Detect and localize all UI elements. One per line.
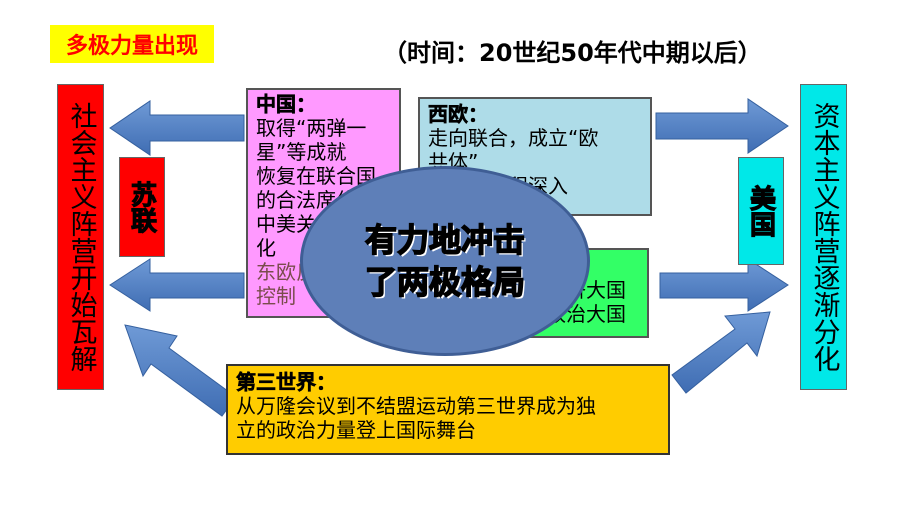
third-world-box: 第三世界： 从万隆会议到不结盟运动第三世界成为独 立的政治力量登上国际舞台 [226, 364, 670, 455]
arrow-china-to-socialist-bottom [109, 258, 245, 312]
western-europe-line: 走向联合，成立“欧 [428, 126, 599, 150]
capitalist-camp-label: 资本主义阵营逐渐分化 [808, 102, 840, 372]
center-text: 有力地冲击 了两极格局 [300, 166, 590, 356]
usa-tag: 美国 [738, 157, 784, 265]
arrow-china-to-socialist-top [109, 100, 245, 156]
soviet-union-tag: 苏联 [119, 157, 165, 257]
china-line: 星”等成就 [256, 140, 347, 164]
title-box: 多极力量出现 [50, 25, 214, 63]
soviet-union-label: 苏联 [126, 181, 157, 234]
usa-label: 美国 [745, 185, 776, 238]
capitalist-camp-bar: 资本主义阵营逐渐分化 [800, 84, 847, 390]
china-heading: 中国： [256, 92, 317, 117]
arrow-thirdworld-to-socialist [124, 324, 237, 417]
china-line: 化 [256, 236, 276, 260]
time-label: （时间：20世纪50年代中期以后） [383, 39, 762, 67]
china-line: 取得“两弹一 [256, 116, 367, 140]
title: 多极力量出现 [65, 34, 198, 59]
china-line: 恢复在联合国 [256, 164, 376, 188]
third-world-heading: 第三世界： [236, 370, 337, 395]
socialist-camp-bar: 社会主义阵营开始瓦解 [57, 84, 104, 390]
center-line-1: 有力地冲击 [364, 220, 526, 260]
arrow-thirdworld-to-capitalist [671, 311, 771, 394]
socialist-camp-label: 社会主义阵营开始瓦解 [65, 102, 97, 372]
arrow-we-to-capitalist [655, 98, 789, 154]
third-world-line: 立的政治力量登上国际舞台 [236, 418, 476, 442]
arrow-japan-to-capitalist [659, 258, 789, 312]
center-line-2: 了两极格局 [364, 262, 526, 302]
western-europe-heading: 西欧： [428, 102, 489, 127]
third-world-line: 从万隆会议到不结盟运动第三世界成为独 [236, 394, 596, 418]
center-oval [300, 166, 590, 356]
